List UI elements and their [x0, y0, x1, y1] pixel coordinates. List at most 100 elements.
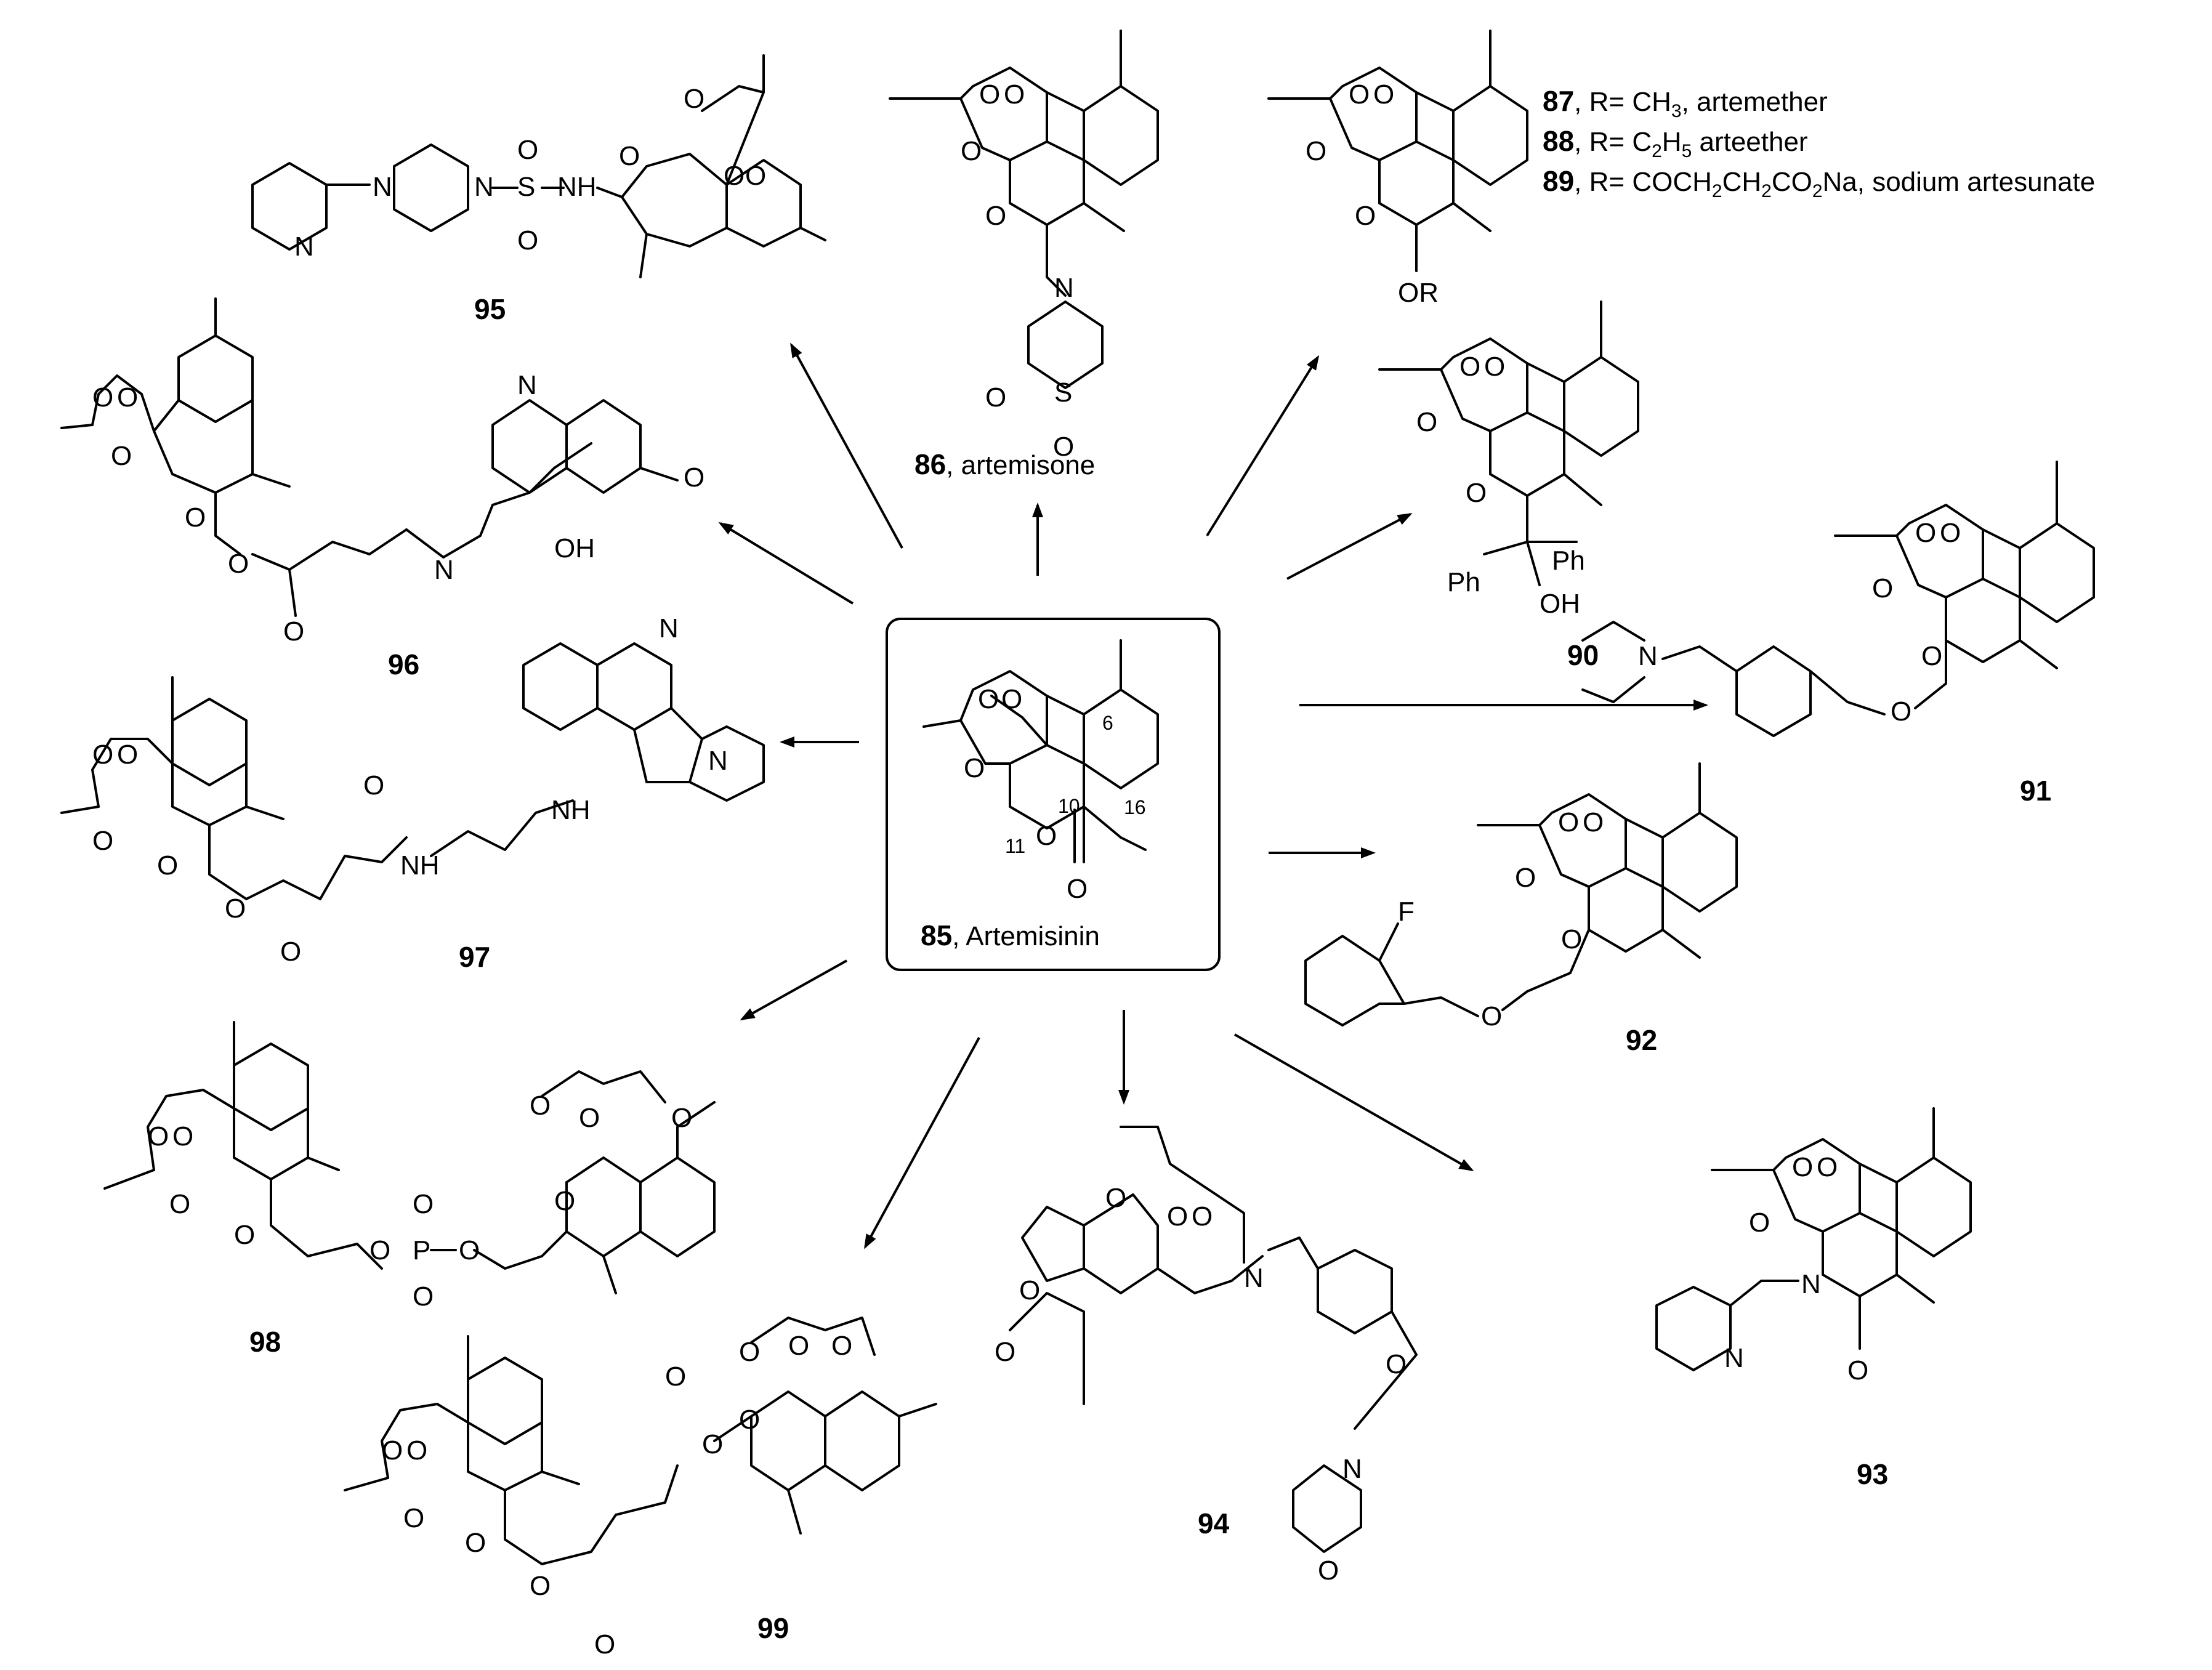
c87-o3: O — [1306, 136, 1326, 166]
c99-o6: O — [594, 1629, 615, 1660]
c96-o3: O — [111, 441, 132, 471]
c97-o4: O — [157, 850, 178, 881]
c94-o3: O — [1192, 1201, 1213, 1232]
c90-o3: O — [1416, 407, 1437, 437]
c91-o3: O — [1872, 573, 1893, 603]
c97-nh2: NH — [551, 795, 591, 825]
c98-o10: O — [579, 1103, 600, 1133]
c99-o10: O — [788, 1331, 809, 1361]
c91-o5: O — [1891, 696, 1911, 727]
c92-o5: O — [1481, 1001, 1502, 1031]
arrow-to-93 — [1234, 1033, 1474, 1171]
c98-p: P — [413, 1235, 430, 1265]
c94-o4: O — [1019, 1275, 1040, 1305]
c98-o6: O — [413, 1189, 434, 1219]
c99-o2: O — [406, 1435, 427, 1466]
arrow-to-98 — [740, 959, 847, 1020]
c93-n: N — [1801, 1269, 1821, 1299]
c92-o4: O — [1561, 924, 1582, 954]
compound-90: O O O O Ph Ph OH 90 — [1378, 301, 1639, 671]
c94-o5: O — [995, 1337, 1015, 1367]
arrow-to-99 — [864, 1037, 980, 1249]
hub-atom-o3: O — [964, 753, 985, 783]
c93-npyr: N — [1724, 1343, 1744, 1373]
c91-o2: O — [1940, 518, 1961, 548]
caption-97: 97 — [459, 941, 490, 973]
hub-artemisinin: O O O O O 6 10 11 16 85, Artemisinin — [886, 618, 1221, 971]
c86-s: S — [1054, 377, 1072, 408]
hub-atom-number-6: 6 — [1102, 712, 1113, 734]
c87-or: OR — [1398, 278, 1439, 308]
c92-o3: O — [1515, 863, 1536, 893]
c90-ph2: Ph — [1552, 546, 1585, 576]
c98-o11: O — [671, 1103, 692, 1133]
c92-o1: O — [1558, 807, 1579, 837]
c93-o3: O — [1749, 1208, 1770, 1238]
c90-o4: O — [1466, 478, 1487, 508]
c98-o5: O — [369, 1235, 390, 1265]
c95-nh: NH — [557, 172, 597, 202]
c94-o1: O — [1105, 1183, 1126, 1213]
c90-oh: OH — [1540, 589, 1580, 619]
c94-n: N — [1244, 1263, 1264, 1293]
caption-94: 94 — [1198, 1507, 1230, 1539]
c92-o2: O — [1583, 807, 1604, 837]
hub-atom-o4: O — [1036, 821, 1057, 851]
c98-o4: O — [234, 1220, 255, 1250]
c98-o3: O — [169, 1189, 190, 1219]
compound-91: O O O O O N 91 — [1581, 461, 2095, 807]
hub-frame — [886, 618, 1221, 971]
caption-95: 95 — [474, 293, 506, 325]
caption-88: 88, R= C2H5 arteether — [1543, 125, 1808, 161]
compound-86: O O O O N S O O 86, artemisone — [889, 30, 1159, 480]
arrow-to-95 — [790, 342, 903, 549]
c96-o1: O — [92, 382, 113, 413]
c95-so2: O — [517, 225, 538, 256]
c96-ome: O — [684, 462, 704, 493]
c98-o1: O — [148, 1121, 169, 1152]
hub-atom-number-16: 16 — [1124, 796, 1146, 818]
compound-87-89: O O O O OR 87, R= CH3, artemether 88, R=… — [1267, 30, 2095, 308]
compound-98: O O O O O P O O O O O O O 98 — [103, 1021, 716, 1358]
caption-86: 86, artemisone — [914, 448, 1095, 480]
c87-o1: O — [1349, 79, 1370, 110]
hub-atom-o1: O — [978, 684, 999, 714]
c93-o2: O — [1817, 1152, 1838, 1182]
c95-o1: O — [619, 141, 640, 171]
c99-o5: O — [530, 1571, 551, 1601]
c99-o1: O — [382, 1435, 403, 1466]
caption-93: 93 — [1857, 1458, 1888, 1490]
c98-o2: O — [172, 1121, 193, 1152]
c90-ph1: Ph — [1447, 567, 1480, 597]
c99-o12: O — [739, 1405, 760, 1435]
caption-98: 98 — [249, 1326, 281, 1358]
c97-o5: O — [225, 893, 246, 924]
caption-99: 99 — [757, 1612, 789, 1644]
c91-n: N — [1638, 641, 1658, 671]
c95-o2: O — [684, 84, 704, 114]
c97-o7: O — [363, 770, 384, 801]
caption-90: 90 — [1567, 639, 1599, 671]
c96-o2: O — [117, 382, 138, 413]
c97-n2: N — [708, 746, 728, 776]
c93-o4: O — [1847, 1355, 1868, 1386]
c96-o6: O — [283, 616, 304, 647]
c97-o6: O — [280, 937, 301, 967]
caption-89: 89, R= COCH2CH2CO2Na, sodium artesunate — [1543, 165, 2095, 201]
compound-97: O O O O O O O NH NH N N 97 — [60, 613, 765, 973]
c96-oh: OH — [554, 533, 595, 563]
caption-96: 96 — [388, 648, 419, 680]
c92-f: F — [1398, 897, 1415, 927]
c97-nh1: NH — [400, 850, 440, 881]
c91-o4: O — [1921, 641, 1942, 671]
hub-atom-number-10: 10 — [1058, 795, 1080, 817]
caption-91: 91 — [2020, 775, 2051, 807]
c96-n: N — [434, 555, 454, 585]
c95-n1: N — [373, 172, 392, 202]
c86-n: N — [1054, 273, 1074, 303]
c94-o7: O — [1318, 1555, 1339, 1586]
hub-caption: 85, Artemisinin — [921, 919, 1100, 951]
caption-87: 87, R= CH3, artemether — [1543, 85, 1828, 121]
arrow-to-87-89 — [1206, 355, 1320, 537]
c86-so2: O — [1053, 432, 1074, 462]
